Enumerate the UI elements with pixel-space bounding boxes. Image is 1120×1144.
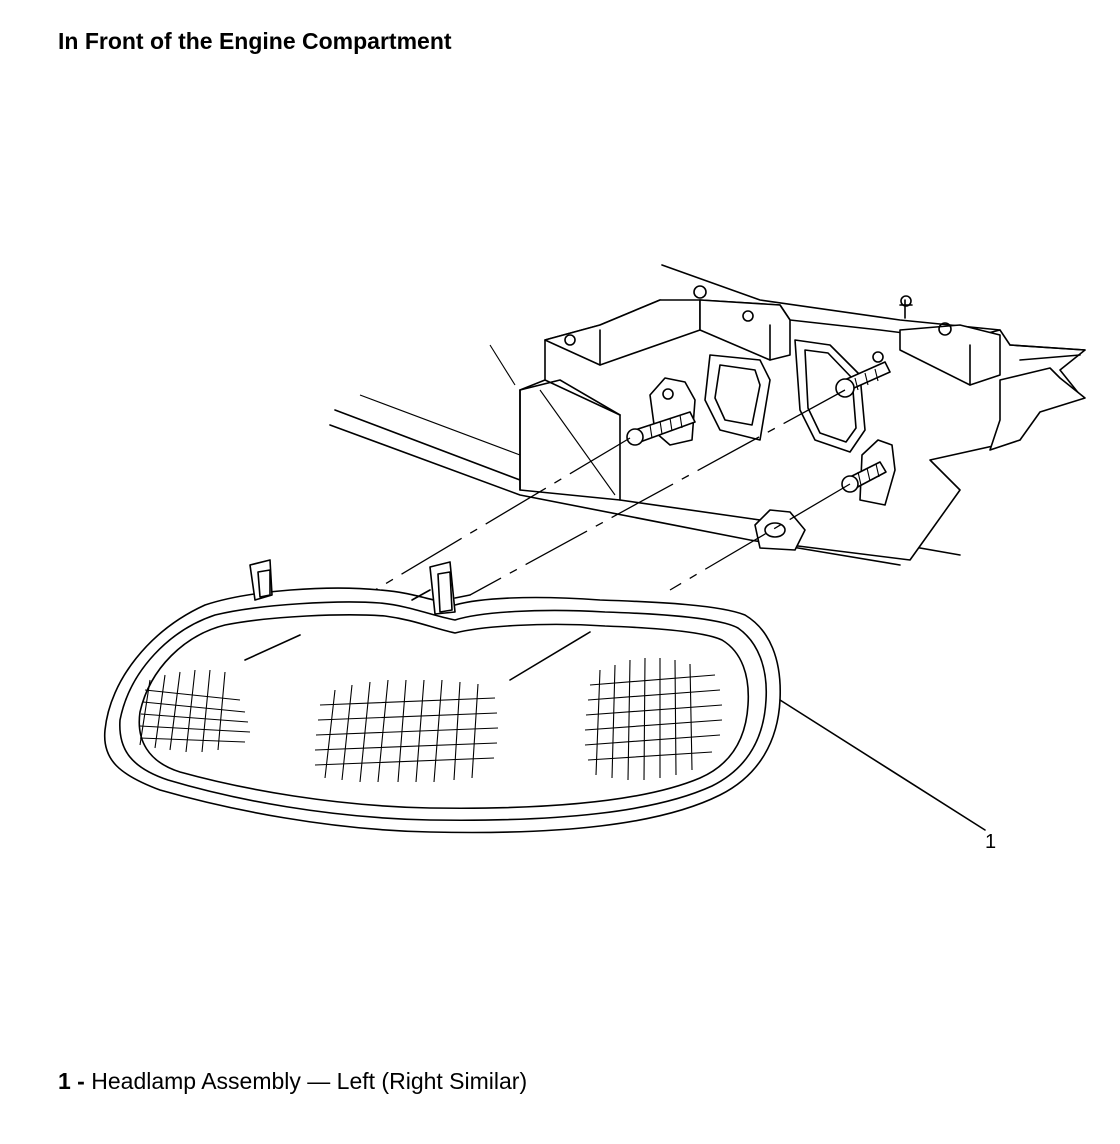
page-title: In Front of the Engine Compartment: [58, 28, 452, 54]
callout-1: 1: [779, 699, 996, 853]
lens-pattern-center: [314, 679, 499, 783]
legend-separator: -: [70, 1068, 92, 1094]
callout-number-label: 1: [985, 831, 996, 853]
legend-label: Headlamp Assembly — Left (Right Similar): [91, 1068, 528, 1094]
callout-legend: 1 - Headlamp Assembly — Left (Right Simi…: [58, 1068, 527, 1095]
alignment-lines: [374, 389, 851, 596]
lens-pattern-left: [139, 669, 251, 753]
front-end-structure: [329, 264, 1086, 566]
lens-pattern-right: [584, 657, 723, 781]
legend-number: 1: [58, 1068, 71, 1094]
headlamp-assembly: [103, 559, 781, 834]
